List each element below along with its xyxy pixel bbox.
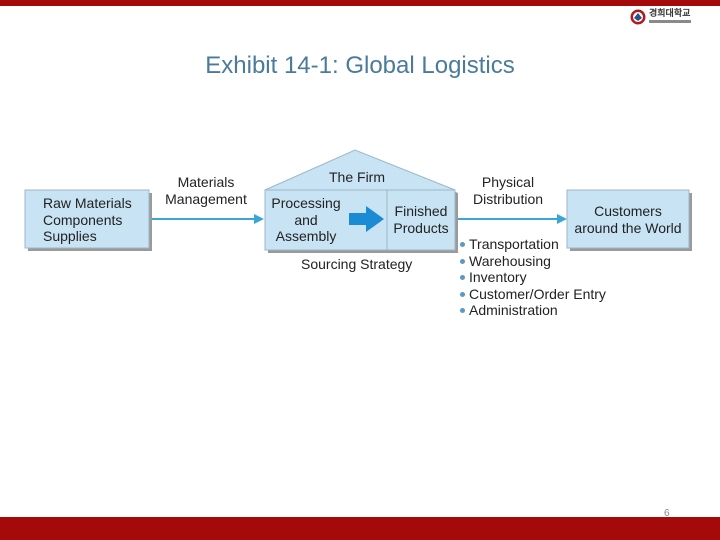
physical-distribution-label: Physical Distribution [472, 174, 544, 207]
list-item: Administration [459, 302, 606, 319]
customers-label: Customers around the World [574, 203, 682, 236]
process-arrow [349, 206, 384, 232]
raw-materials-box [24, 189, 150, 249]
firm-box [264, 149, 456, 251]
customers-box [566, 189, 690, 249]
bullet-icon [460, 258, 465, 264]
sourcing-strategy-label: Sourcing Strategy [301, 256, 413, 272]
seal-icon [630, 9, 646, 25]
page-title: Exhibit 14-1: Global Logistics [205, 52, 515, 79]
bullet-icon [460, 308, 465, 313]
logo-subtitle-bar [649, 20, 691, 23]
list-item: Warehousing [459, 253, 606, 270]
materials-management-label: Materials Management [165, 174, 247, 207]
university-logo: 경희대학교 [630, 9, 692, 25]
list-item: Customer/Order Entry [459, 286, 606, 303]
bullet-icon [460, 275, 465, 280]
distribution-list: Transportation Warehousing Inventory Cus… [459, 236, 606, 319]
raw-materials-label: Raw Materials Components Supplies [43, 195, 132, 244]
list-item: Transportation [459, 236, 606, 253]
logo-text: 경희대학교 [649, 9, 691, 19]
list-item: Inventory [459, 269, 606, 286]
finished-products-label: Finished Products [393, 203, 449, 236]
the-firm-label: The Firm [329, 169, 385, 185]
processing-label: Processing and Assembly [271, 195, 341, 244]
page-number: 6 [664, 508, 670, 519]
bottom-accent-bar [0, 517, 720, 540]
top-accent-bar [0, 0, 720, 6]
bullet-icon [460, 291, 465, 297]
bullet-icon [460, 242, 465, 247]
